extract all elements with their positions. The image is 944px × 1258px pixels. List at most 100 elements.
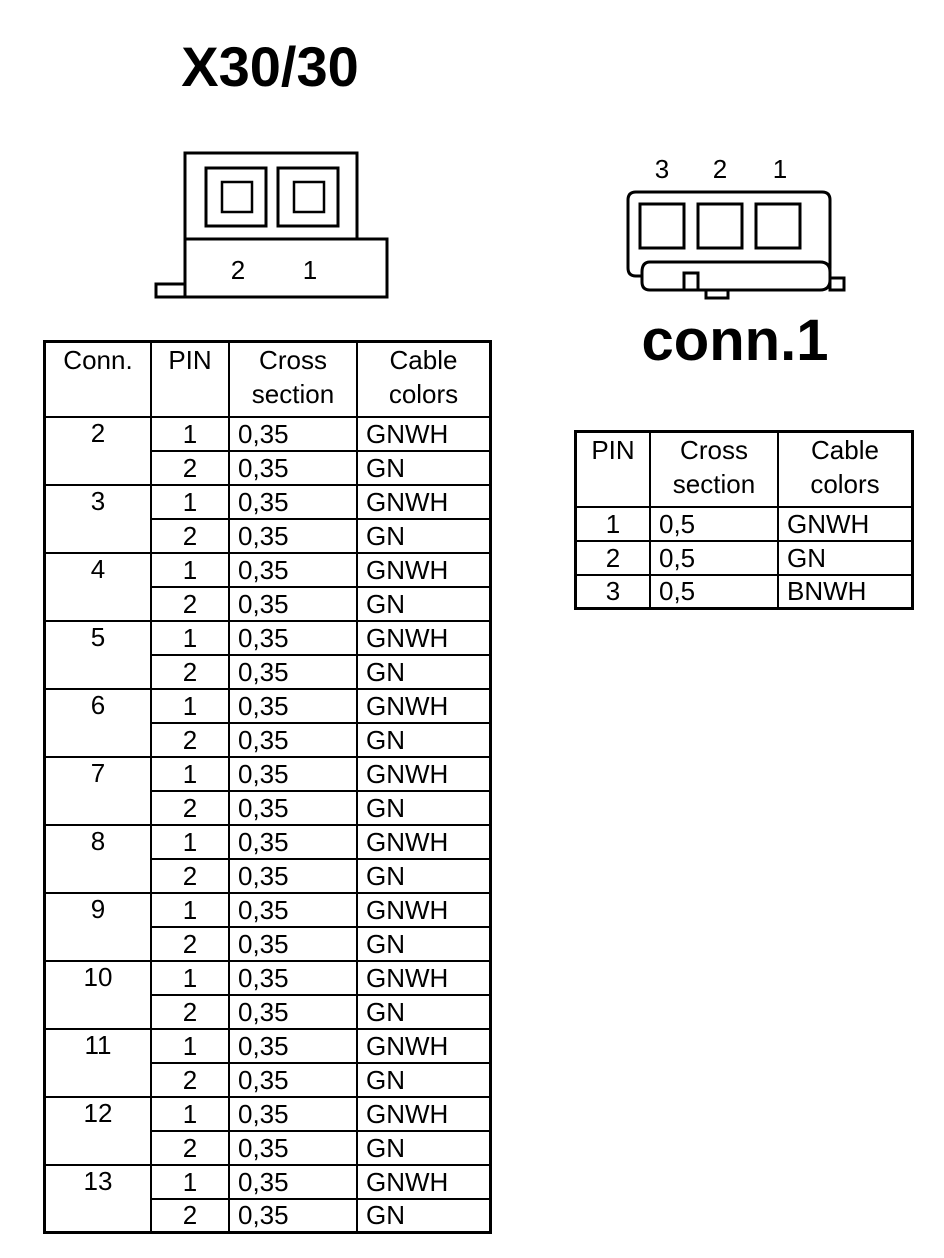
- cable-color-cell: GN: [356, 993, 492, 1030]
- pin-cell: 1: [150, 891, 230, 928]
- pin-cell: 2: [150, 449, 230, 486]
- pin-cell: 2: [150, 721, 230, 758]
- cross-section-cell: 0,35: [228, 1197, 358, 1234]
- column-header-cross-section: Cross section: [649, 430, 779, 508]
- column-header-cable-colors: Cable colors: [356, 340, 492, 418]
- pin-cell: 2: [150, 1197, 230, 1234]
- pin-cell: 1: [150, 1027, 230, 1064]
- pin-cell: 1: [574, 505, 651, 542]
- conn-cell: 8: [43, 823, 152, 894]
- cable-color-cell: GNWH: [356, 1163, 492, 1200]
- cross-section-cell: 0,35: [228, 891, 358, 928]
- conn-cell: 9: [43, 891, 152, 962]
- cable-color-cell: GNWH: [356, 483, 492, 520]
- cable-color-cell: GNWH: [356, 891, 492, 928]
- x30-pin-label-2: 2: [231, 255, 245, 285]
- conn1-pin-label-1: 1: [773, 154, 787, 184]
- cross-section-cell: 0,35: [228, 687, 358, 724]
- cable-color-cell: GN: [356, 1129, 492, 1166]
- pin-cell: 1: [150, 483, 230, 520]
- cross-section-cell: 0,35: [228, 619, 358, 656]
- cable-color-cell: GNWH: [777, 505, 914, 542]
- cable-color-cell: GNWH: [356, 551, 492, 588]
- cross-section-cell: 0,35: [228, 755, 358, 792]
- column-header-pin: PIN: [574, 430, 651, 508]
- conn-cell: 10: [43, 959, 152, 1030]
- cross-section-cell: 0,35: [228, 857, 358, 894]
- cross-section-cell: 0,35: [228, 721, 358, 758]
- cross-section-cell: 0,35: [228, 483, 358, 520]
- pin-cell: 1: [150, 755, 230, 792]
- column-header-pin: PIN: [150, 340, 230, 418]
- column-header-cable-colors: Cable colors: [777, 430, 914, 508]
- conn-cell: 5: [43, 619, 152, 690]
- cross-section-cell: 0,5: [649, 505, 779, 542]
- pin-cell: 1: [150, 551, 230, 588]
- pin-cell: 2: [150, 993, 230, 1030]
- cross-section-cell: 0,35: [228, 1061, 358, 1098]
- x30-title: X30/30: [181, 35, 359, 98]
- pin-cell: 2: [150, 789, 230, 826]
- cable-color-cell: GN: [356, 721, 492, 758]
- cross-section-cell: 0,35: [228, 449, 358, 486]
- pin-cell: 3: [574, 573, 651, 610]
- column-header-cross-section: Cross section: [228, 340, 358, 418]
- pin-cell: 1: [150, 415, 230, 452]
- conn-cell: 3: [43, 483, 152, 554]
- cross-section-cell: 0,35: [228, 551, 358, 588]
- conn-cell: 7: [43, 755, 152, 826]
- conn1-pin-label-2: 2: [713, 154, 727, 184]
- cross-section-cell: 0,35: [228, 653, 358, 690]
- pin-cell: 2: [150, 1061, 230, 1098]
- x30-connector-drawing: 2 1: [154, 151, 389, 299]
- cable-color-cell: GN: [356, 857, 492, 894]
- cross-section-cell: 0,35: [228, 415, 358, 452]
- column-header-conn: Conn.: [43, 340, 152, 418]
- cable-color-cell: GNWH: [356, 415, 492, 452]
- cable-color-cell: GN: [356, 1197, 492, 1234]
- cable-color-cell: GNWH: [356, 959, 492, 996]
- cable-color-cell: GNWH: [356, 687, 492, 724]
- conn1-pin-label-3: 3: [655, 154, 669, 184]
- pin-cell: 2: [150, 653, 230, 690]
- pin-cell: 1: [150, 823, 230, 860]
- cable-color-cell: GN: [356, 585, 492, 622]
- conn-cell: 12: [43, 1095, 152, 1166]
- pin-cell: 2: [150, 857, 230, 894]
- cable-color-cell: GNWH: [356, 755, 492, 792]
- pin-cell: 1: [150, 1163, 230, 1200]
- cross-section-cell: 0,35: [228, 1163, 358, 1200]
- cross-section-cell: 0,35: [228, 1027, 358, 1064]
- conn-cell: 2: [43, 415, 152, 486]
- conn-cell: 6: [43, 687, 152, 758]
- conn-cell: 11: [43, 1027, 152, 1098]
- cable-color-cell: BNWH: [777, 573, 914, 610]
- cable-color-cell: GNWH: [356, 1095, 492, 1132]
- cross-section-cell: 0,35: [228, 959, 358, 996]
- cross-section-cell: 0,35: [228, 585, 358, 622]
- pin-cell: 2: [150, 517, 230, 554]
